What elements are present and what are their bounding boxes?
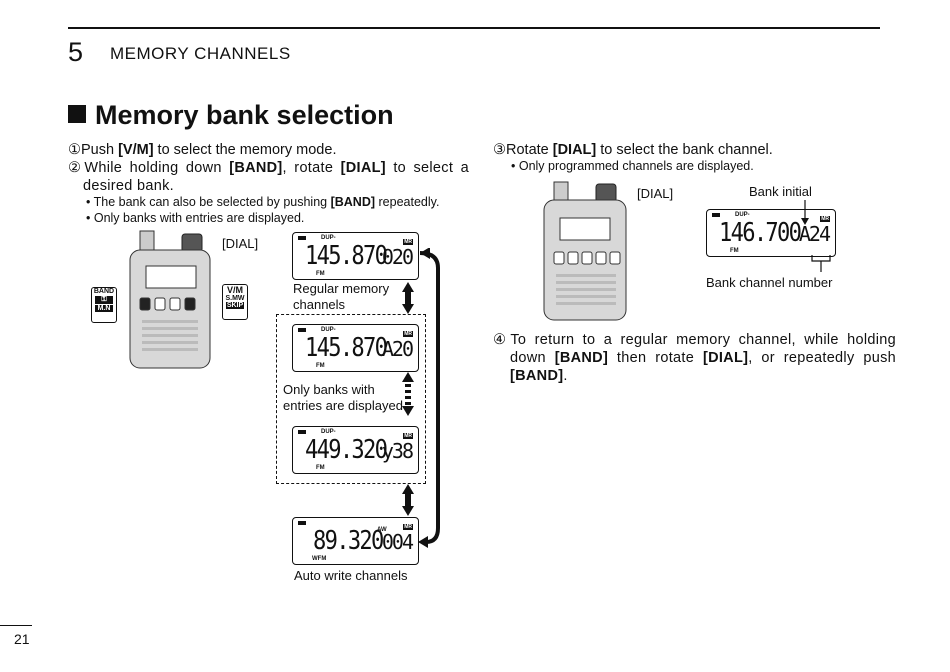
bank-group-box (276, 314, 426, 484)
section-title: Memory bank selection (68, 100, 394, 131)
note-text: • The bank can also be selected by pushi… (86, 195, 331, 209)
label-bank-initial: Bank initial (749, 184, 812, 199)
mode-indicator: FM (316, 465, 325, 471)
step-text: . (563, 368, 568, 384)
step-text: to select the bank channel. (596, 142, 773, 158)
bank-pointer-lines (801, 200, 831, 272)
step-marker: ① (68, 142, 81, 158)
vm-key-mid: S.MW (225, 295, 245, 302)
channel-readout: 020 (381, 245, 414, 269)
section-title-text: Memory bank selection (95, 100, 394, 130)
frequency-readout: 89.320 (313, 526, 384, 556)
note-programmed-only: • Only programmed channels are displayed… (511, 159, 754, 173)
mr-indicator: MR (820, 216, 830, 222)
key-name: [DIAL] (340, 160, 386, 176)
dup-indicator: DUP- (321, 235, 336, 241)
step-marker: ④ (493, 332, 511, 348)
band-key-top: BAND (93, 288, 115, 295)
step-text: to select a desired bank. (83, 160, 469, 194)
note-text: repeatedly. (375, 195, 440, 209)
step-text: to select the memory mode. (153, 142, 337, 158)
label-regular-memory: Regular memory channels (293, 281, 390, 312)
step-text: Push (81, 142, 119, 158)
signal-icon (298, 521, 306, 525)
key-name: [BAND] (554, 350, 609, 366)
lcd-bank-a: DUP- 145.870 MR A20 FM (292, 324, 419, 372)
mr-indicator: MR (403, 433, 413, 439)
chapter-number: 5 (68, 37, 84, 67)
radio-illustration-left (129, 230, 211, 369)
step-text: , or repeatedly push (748, 350, 896, 366)
dup-indicator: DUP- (735, 212, 750, 218)
frequency-readout: 449.320 (305, 435, 388, 465)
dup-indicator: DUP- (321, 429, 336, 435)
signal-icon (298, 236, 306, 240)
step-3: ③Rotate [DIAL] to select the bank channe… (493, 141, 773, 159)
lcd-regular-memory: DUP- 145.870 MR 020 FM (292, 232, 419, 280)
mode-indicator: FM (316, 363, 325, 369)
dup-indicator: DUP- (321, 327, 336, 333)
radio-illustration-right (543, 181, 627, 321)
key-icon: ⚿ (95, 296, 113, 304)
lcd-auto-write: 89.320 AW MR 004 WFM (292, 517, 419, 565)
mode-indicator: FM (316, 271, 325, 277)
channel-readout: A20 (381, 337, 414, 361)
step-1: ①Push [V/M] to select the memory mode. (68, 141, 458, 159)
dial-label-left: [DIAL] (222, 236, 259, 251)
band-key-bottom: M.N (95, 305, 113, 312)
aw-indicator: AW (377, 527, 387, 533)
lcd-bank-channel: DUP- 146.700 MR A24 FM (706, 209, 836, 257)
step-text: While holding down (84, 160, 230, 176)
frequency-readout: 145.870 (305, 241, 388, 271)
step-4: ④To return to a regular memory channel, … (493, 331, 896, 385)
mr-indicator: MR (403, 524, 413, 530)
vm-key-top: V/M (226, 285, 243, 295)
step-2: ②While holding down [BAND], rotate [DIAL… (68, 159, 469, 195)
key-name: [DIAL] (702, 350, 749, 366)
vm-key-bottom: SKIP (226, 302, 244, 309)
label-bank-channel-number: Bank channel number (706, 275, 833, 290)
key-name: [BAND] (510, 368, 564, 384)
step-text: then rotate (608, 350, 703, 366)
vm-key: V/M S.MW SKIP (222, 284, 248, 320)
lcd-bank-y: DUP- 449.320 MR y38 FM (292, 426, 419, 474)
cycle-arrows (402, 248, 440, 548)
mr-indicator: MR (403, 331, 413, 337)
key-name: [V/M] (118, 142, 154, 158)
page-number: 21 (14, 631, 30, 647)
note-banks-only: • Only banks with entries are displayed. (86, 211, 305, 225)
dial-label-right: [DIAL] (637, 186, 674, 201)
label-auto-write: Auto write channels (294, 568, 408, 583)
step-text: To return to a regular memory channel, w… (510, 332, 896, 366)
step-marker: ③ (493, 142, 506, 158)
channel-readout: A24 (798, 222, 831, 246)
mode-indicator: FM (730, 248, 739, 254)
note-band-repeat: • The bank can also be selected by pushi… (86, 194, 439, 210)
step-marker: ② (68, 160, 85, 176)
frequency-readout: 146.700 (719, 218, 802, 248)
channel-readout: y38 (381, 439, 414, 463)
signal-icon (298, 328, 306, 332)
mr-indicator: MR (403, 239, 413, 245)
step-text: , rotate (282, 160, 341, 176)
key-name: [BAND] (330, 195, 376, 209)
step-text: Rotate (506, 142, 553, 158)
band-key: BAND ⚿ M.N (91, 287, 117, 323)
square-bullet-icon (68, 105, 86, 123)
label-banks-only: Only banks with entries are displayed (283, 382, 403, 413)
footer-rule (0, 625, 32, 626)
key-name: [DIAL] (552, 142, 597, 158)
chapter-title: MEMORY CHANNELS (110, 44, 291, 63)
key-name: [BAND] (229, 160, 283, 176)
signal-icon (712, 213, 720, 217)
channel-readout: 004 (381, 530, 414, 554)
signal-icon (298, 430, 306, 434)
frequency-readout: 145.870 (305, 333, 388, 363)
header-rule (68, 27, 880, 29)
mode-indicator: WFM (312, 556, 327, 562)
